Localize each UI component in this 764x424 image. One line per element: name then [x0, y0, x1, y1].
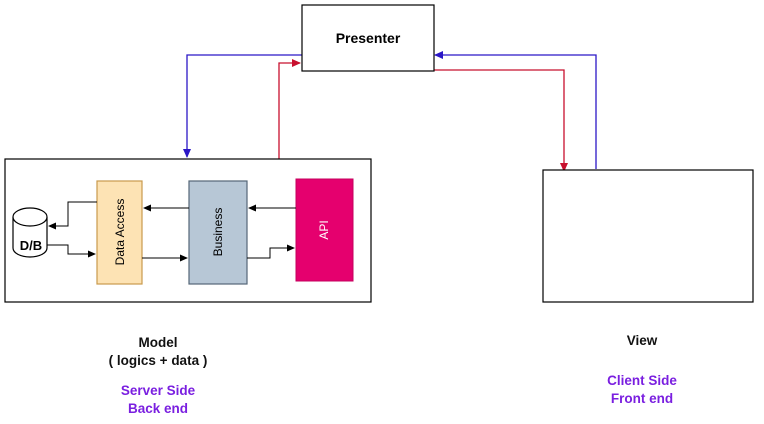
database-cylinder: D/B	[12, 207, 48, 258]
business-block: Business	[188, 180, 248, 285]
presenter-to-model-arrow	[183, 54, 302, 158]
front-end-label: Front end	[610, 391, 674, 406]
business-label: Business	[211, 208, 225, 257]
view-box	[542, 169, 754, 303]
presenter-to-view-arrow	[434, 69, 568, 172]
model-title: Model	[138, 335, 178, 350]
data-access-label: Data Access	[113, 199, 127, 266]
db-to-dataaccess-arrow	[47, 244, 96, 258]
business-to-api-arrow	[247, 244, 295, 259]
back-end-label: Back end	[127, 401, 189, 416]
view-caption: View Client Side Front end	[572, 332, 712, 408]
model-caption: Model ( logics + data ) Server Side Back…	[88, 334, 228, 418]
presenter-box: Presenter	[301, 4, 435, 72]
data-access-block: Data Access	[96, 180, 143, 285]
model-to-presenter-arrow	[278, 59, 301, 159]
database-label: D/B	[20, 238, 42, 253]
api-block: API	[295, 178, 354, 282]
model-subtitle: ( logics + data )	[108, 353, 208, 368]
view-to-presenter-arrow	[434, 51, 597, 169]
presenter-label: Presenter	[336, 30, 401, 46]
api-label: API	[317, 220, 331, 239]
server-side-label: Server Side	[120, 383, 196, 398]
dataaccess-to-db-arrow	[48, 201, 97, 230]
view-title: View	[626, 333, 658, 348]
client-side-label: Client Side	[607, 373, 677, 388]
